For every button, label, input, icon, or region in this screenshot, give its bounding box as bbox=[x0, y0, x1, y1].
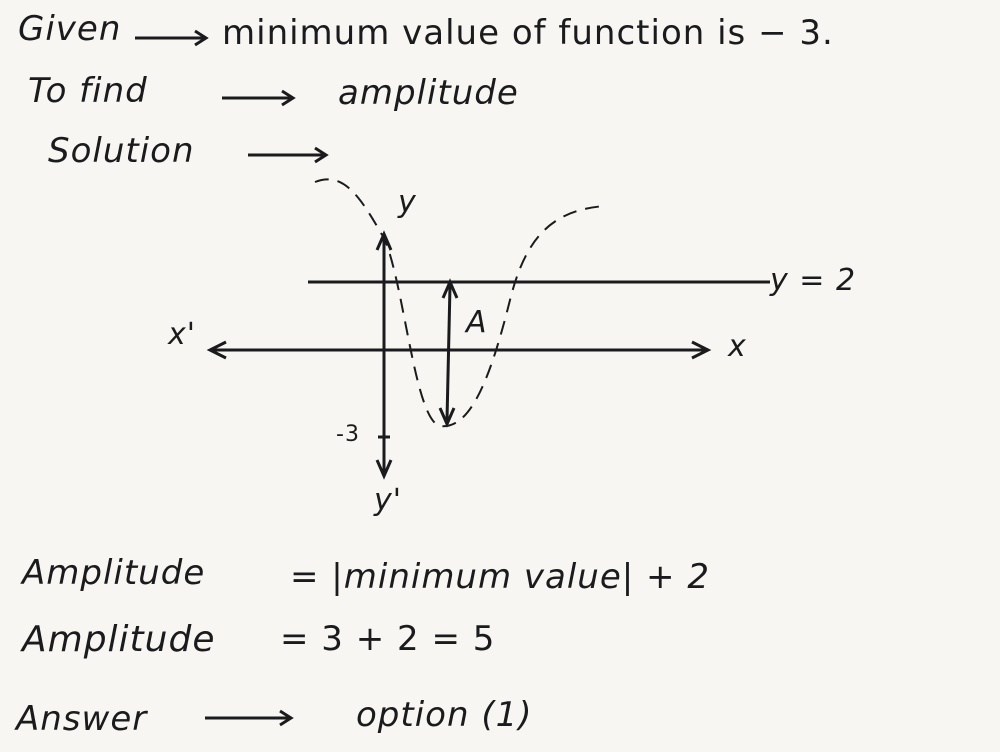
x-axis-left-label: x' bbox=[168, 317, 197, 352]
y-axis-bottom-label: y' bbox=[374, 483, 403, 518]
given-label: Given bbox=[18, 9, 122, 49]
x-axis-right-arrow-icon bbox=[691, 340, 712, 360]
tofind-text: amplitude bbox=[338, 73, 519, 113]
work-line2-right: = 3 + 2 = 5 bbox=[280, 619, 496, 659]
work-line1-left: Amplitude bbox=[22, 553, 206, 593]
amplitude-marker: A bbox=[466, 305, 488, 340]
work-line2-left: Amplitude bbox=[22, 619, 216, 660]
work-line1-right: = |minimum value| + 2 bbox=[290, 557, 710, 597]
tofind-label: To find bbox=[28, 71, 148, 111]
amplitude-arrow bbox=[445, 285, 452, 421]
answer-text: option (1) bbox=[356, 695, 533, 735]
y-axis-down-arrow-icon bbox=[375, 459, 393, 480]
y-axis-top-label: y bbox=[398, 185, 417, 220]
answer-label: Answer bbox=[16, 699, 148, 739]
given-text: minimum value of function is − 3. bbox=[222, 13, 834, 53]
sine-curve bbox=[314, 178, 606, 428]
amplitude-up-arrow-icon bbox=[441, 278, 459, 299]
minimum-tick-label: -3 bbox=[336, 422, 360, 447]
x-axis-right-label: x bbox=[728, 329, 747, 364]
solution-label: Solution bbox=[48, 131, 195, 171]
max-line-label: y = 2 bbox=[770, 263, 857, 298]
y-axis-up-arrow-icon bbox=[375, 230, 393, 251]
x-axis-left-arrow-icon bbox=[206, 340, 227, 360]
amplitude-down-arrow-icon bbox=[438, 407, 456, 428]
